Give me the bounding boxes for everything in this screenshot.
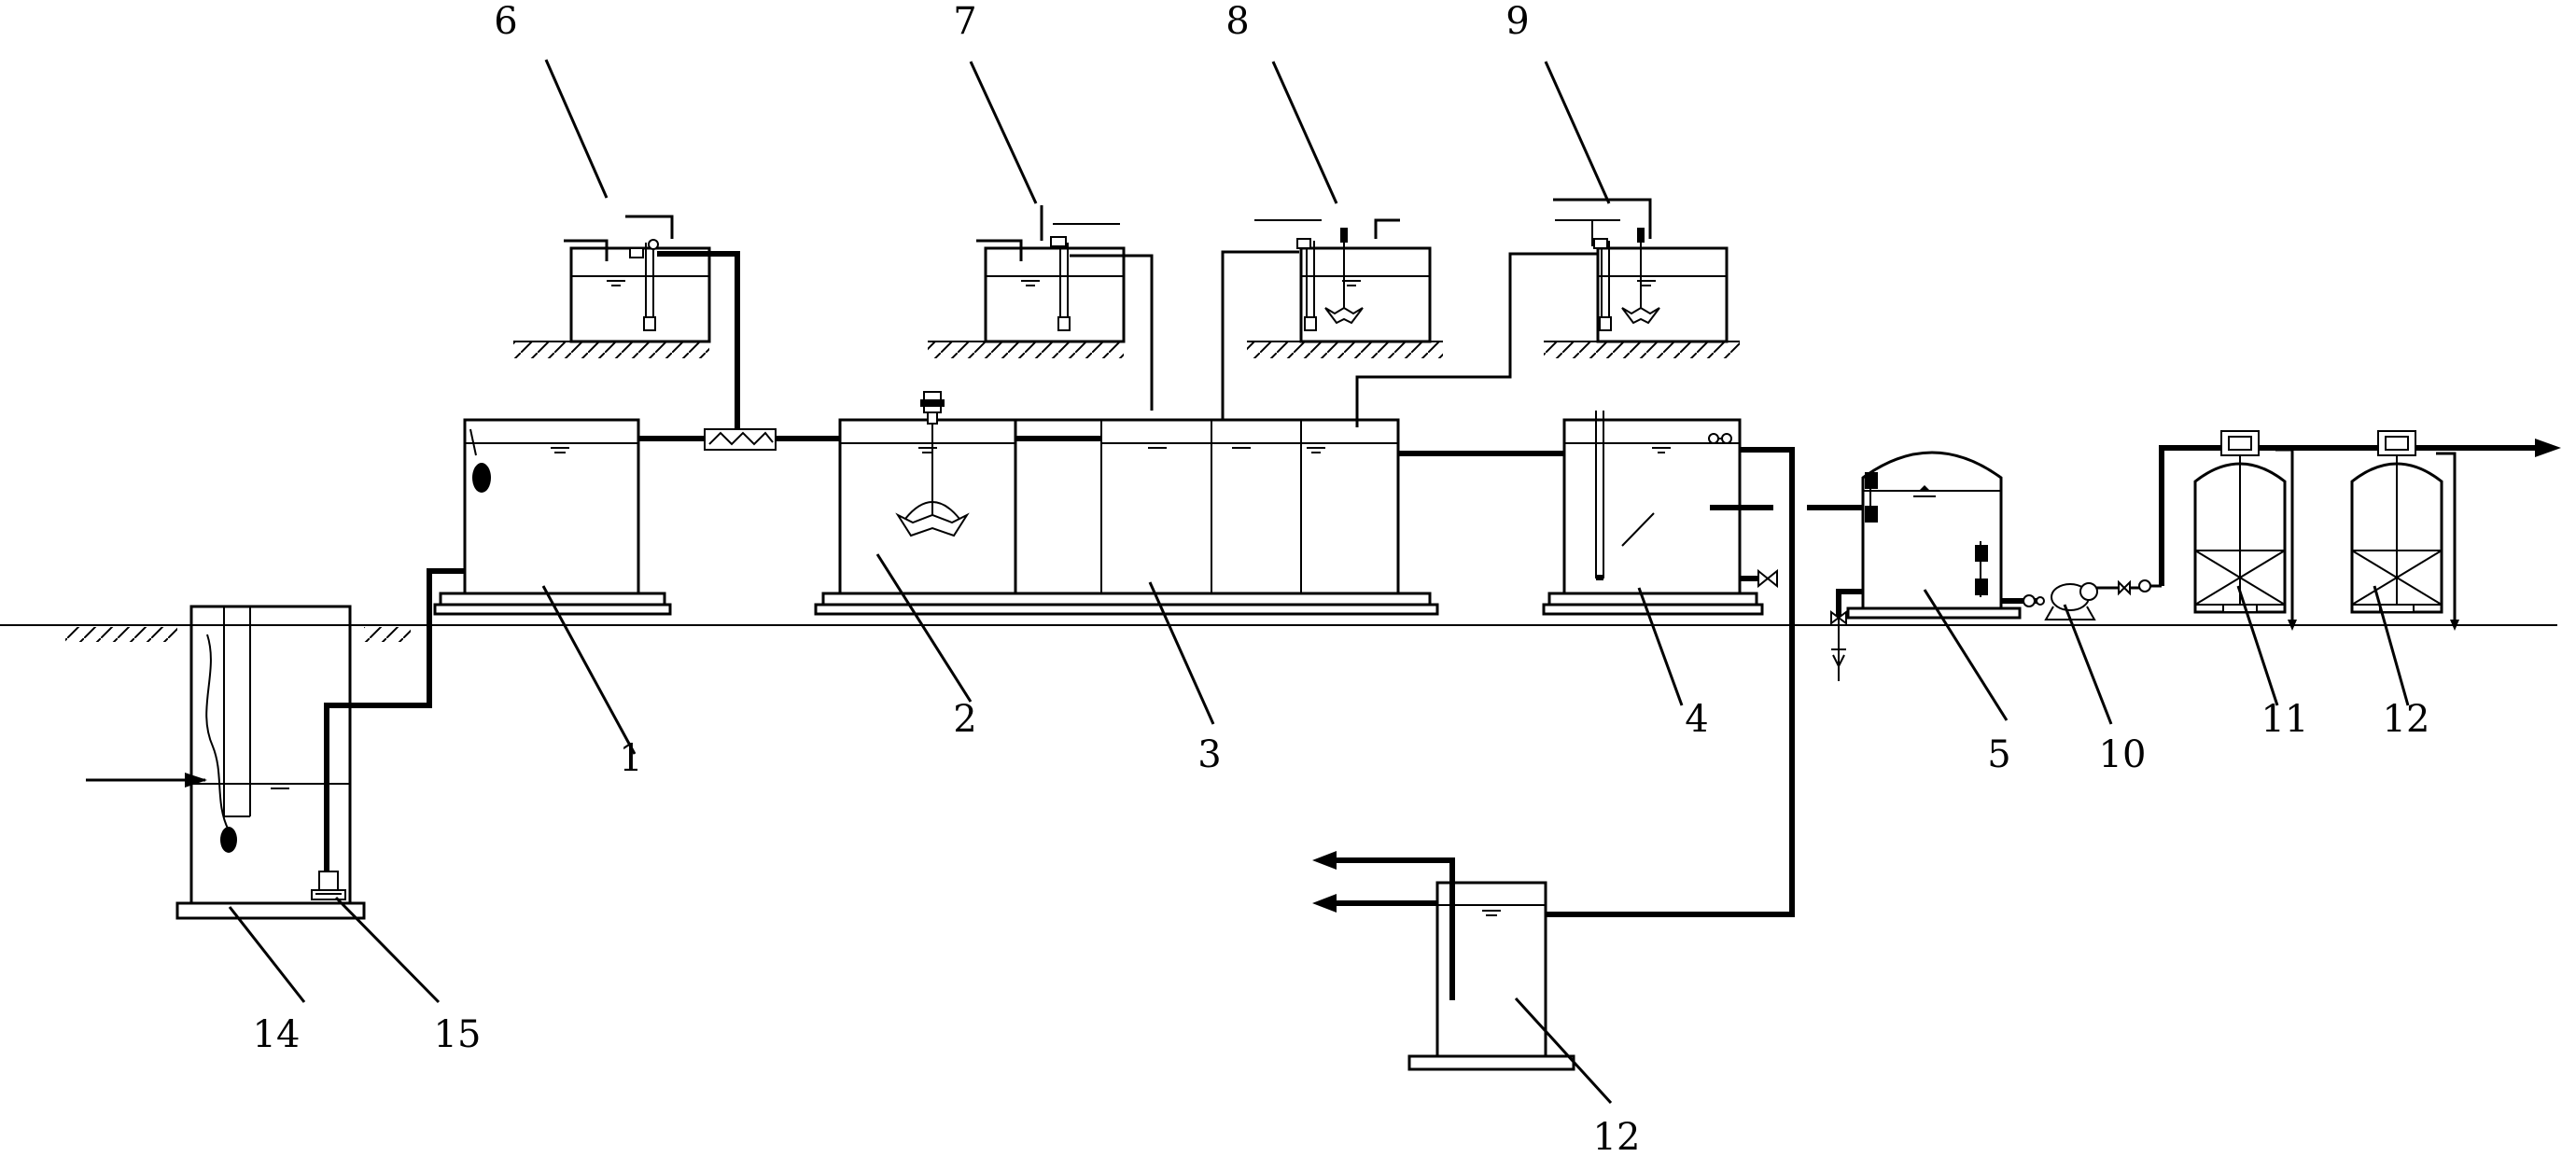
regulating-tank-1 <box>433 418 672 616</box>
outlet-arrow-right <box>2535 439 2561 457</box>
leader-9 <box>1544 61 1611 204</box>
label-12-filter: 12 <box>2383 698 2430 741</box>
label-3: 3 <box>1197 733 1221 776</box>
leader-lines <box>228 553 2410 1105</box>
collection-sump-14 <box>175 605 366 920</box>
label-10: 10 <box>2099 733 2147 776</box>
booster-pump-10 <box>2001 579 2162 620</box>
label-14: 14 <box>253 1013 301 1056</box>
filter-vessel-12 <box>2350 430 2459 631</box>
settling-tank-4 <box>1542 411 1764 616</box>
leader-7 <box>969 61 1038 204</box>
label-2: 2 <box>953 698 976 741</box>
base-2-3 <box>821 592 1432 606</box>
heat-exchanger-icon <box>704 428 777 451</box>
pipe-tank4-to-tank12 <box>1546 447 1795 917</box>
reaction-tank-2 <box>838 391 1017 595</box>
label-1: 1 <box>619 737 642 780</box>
submersible-pump-15 <box>311 871 346 900</box>
dosing-tank-8 <box>1221 218 1443 420</box>
label-5: 5 <box>1987 733 2010 776</box>
ground-line <box>0 624 2557 642</box>
leader-6 <box>544 59 609 199</box>
drain-valve-icon <box>1830 589 1863 681</box>
label-8: 8 <box>1225 0 1249 43</box>
label-6: 6 <box>494 0 517 43</box>
component-labels: 6 7 8 9 1 2 3 4 5 10 11 12 12 14 15 <box>253 0 2430 1157</box>
dosing-tank-7 <box>928 205 1154 411</box>
filter-vessel-11 <box>2193 430 2297 631</box>
dosing-tank-6 <box>513 215 740 429</box>
label-12-tank: 12 <box>1593 1116 1641 1157</box>
label-11: 11 <box>2261 698 2309 741</box>
float-switch-icon <box>220 827 237 853</box>
inlet-arrow <box>86 773 207 788</box>
leader-8 <box>1271 61 1338 204</box>
label-15: 15 <box>434 1013 482 1056</box>
label-7: 7 <box>953 0 976 43</box>
dosing-tank-9 <box>1355 198 1740 427</box>
intermediate-tank-5 <box>1846 451 2022 620</box>
clean-water-tank-12 <box>1407 881 1575 1071</box>
pipe-sump-to-tank1 <box>324 568 465 871</box>
sludge-valve-icon <box>1740 568 1778 589</box>
label-9: 9 <box>1505 0 1529 43</box>
reuse-outlet-pipes <box>1312 851 1455 1000</box>
multi-stage-tank-3 <box>1014 418 1400 595</box>
label-4: 4 <box>1685 698 1708 741</box>
float-switch-icon <box>472 463 491 493</box>
